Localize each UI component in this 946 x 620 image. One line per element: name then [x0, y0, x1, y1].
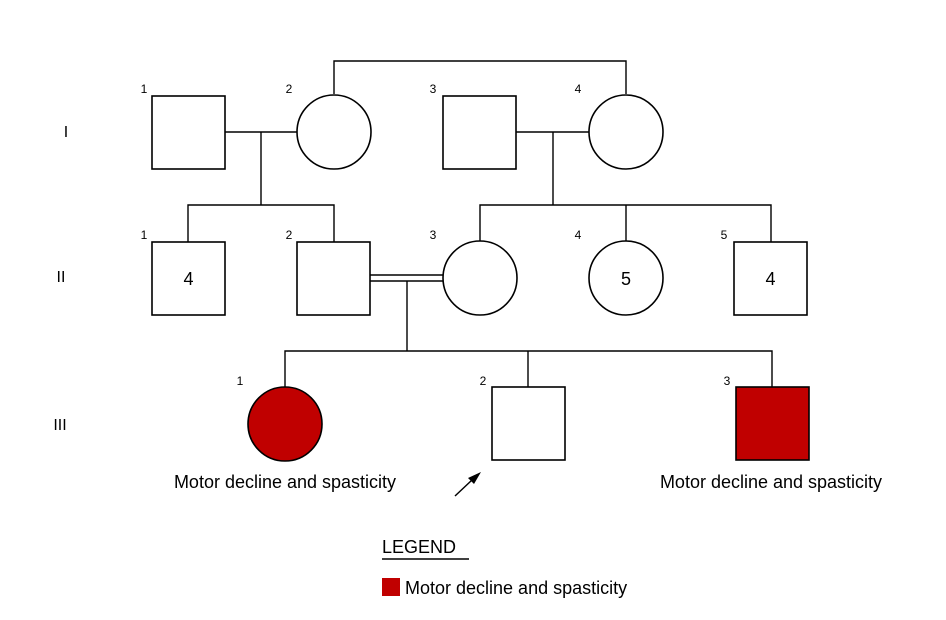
male-symbol [733, 241, 808, 316]
male-symbol [296, 241, 371, 316]
individual-iii-3: 3 Motor decline and spasticity [660, 374, 882, 492]
individual-number: 1 [141, 82, 148, 96]
individual-number: 2 [480, 374, 487, 388]
individual-ii-5: 5 4 [721, 228, 808, 316]
phenotype-note: Motor decline and spasticity [660, 472, 882, 492]
individual-number: 3 [430, 228, 437, 242]
affected-male-symbol [735, 386, 810, 461]
female-symbol [296, 94, 372, 170]
sibling-count: 4 [765, 269, 775, 289]
individual-number: 3 [430, 82, 437, 96]
individual-number: 4 [575, 228, 582, 242]
individual-ii-3: 3 [430, 228, 518, 316]
individual-number: 2 [286, 228, 293, 242]
female-symbol [588, 240, 664, 316]
individual-number: 2 [286, 82, 293, 96]
individual-number: 1 [237, 374, 244, 388]
female-symbol [442, 240, 518, 316]
female-symbol [588, 94, 664, 170]
individual-number: 3 [724, 374, 731, 388]
male-symbol [151, 95, 226, 170]
male-symbol [442, 95, 517, 170]
sibship-line-ii1-ii2 [187, 204, 335, 242]
legend-item-label: Motor decline and spasticity [405, 578, 627, 598]
affected-female-symbol [247, 386, 323, 462]
individual-i-2: 2 [286, 82, 372, 170]
individual-i-3: 3 [430, 82, 517, 170]
legend: LEGEND Motor decline and spasticity [382, 537, 627, 598]
male-symbol [151, 241, 226, 316]
individual-iii-1: 1 Motor decline and spasticity [174, 374, 396, 492]
individual-ii-1: 1 4 [141, 228, 226, 316]
proband-arrow-icon [454, 472, 481, 497]
generation-label-ii: II [57, 269, 66, 286]
individual-number: 1 [141, 228, 148, 242]
individual-iii-2: 2 [454, 374, 566, 497]
individual-i-1: 1 [141, 82, 226, 170]
generation-label-i: I [64, 124, 68, 141]
individual-number: 4 [575, 82, 582, 96]
individual-number: 5 [721, 228, 728, 242]
relationship-lines [187, 60, 773, 387]
sibling-count: 5 [621, 269, 631, 289]
individual-ii-4: 4 5 [575, 228, 664, 316]
sibship-line-i2-i4 [333, 60, 627, 94]
individual-i-4: 4 [575, 82, 664, 170]
generation-label-iii: III [53, 417, 66, 434]
legend-swatch-affected [382, 578, 400, 596]
phenotype-note: Motor decline and spasticity [174, 472, 396, 492]
legend-title: LEGEND [382, 537, 456, 557]
individual-ii-2: 2 [286, 228, 371, 316]
male-symbol [491, 386, 566, 461]
sibling-count: 4 [183, 269, 193, 289]
